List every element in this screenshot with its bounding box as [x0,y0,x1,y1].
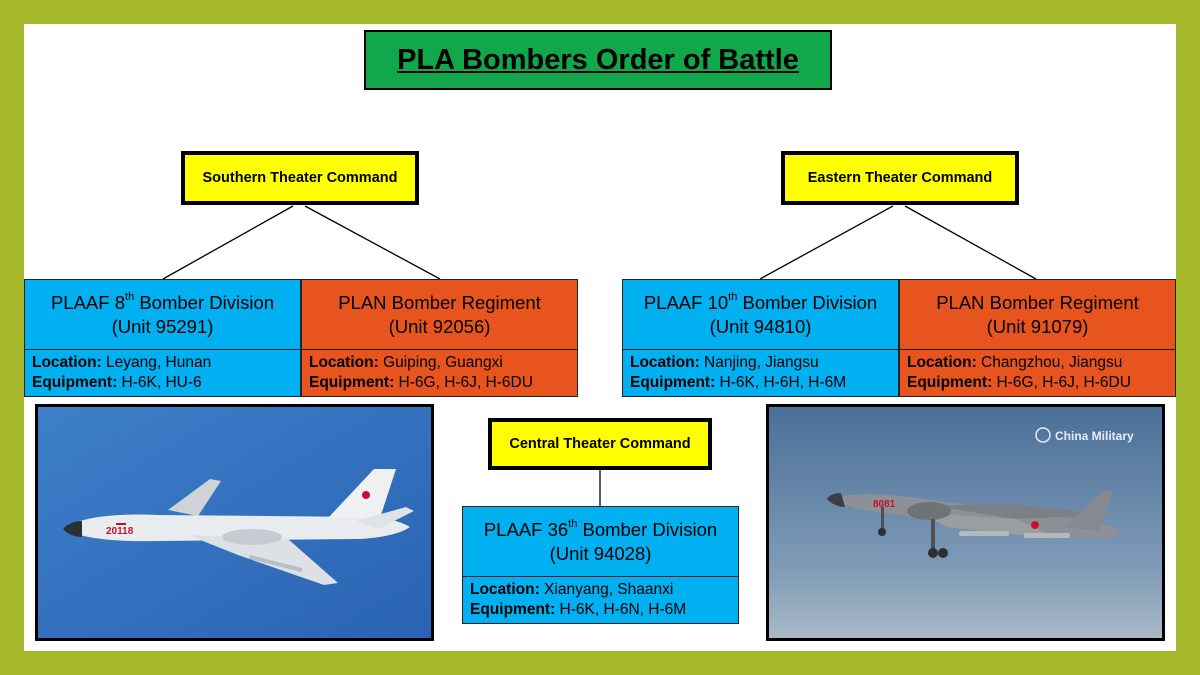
unit-location: Location: Changzhou, Jiangsu [907,354,1123,371]
unit-card-plaaf-10th: PLAAF 10th Bomber Division (Unit 94810) … [622,279,899,397]
aircraft-illustration: 20118 [38,407,431,638]
unit-code: (Unit 91079) [986,315,1089,337]
unit-card-plaaf-36th: PLAAF 36th Bomber Division (Unit 94028) … [462,506,739,624]
bomber-photo-left: 20118 [35,404,434,641]
unit-info: Location: Changzhou, Jiangsu Equipment: … [900,350,1175,393]
unit-card-plan-92056: PLAN Bomber Regiment (Unit 92056) Locati… [301,279,578,397]
unit-location: Location: Guiping, Guangxi [309,354,503,371]
unit-info: Location: Leyang, Hunan Equipment: H-6K,… [25,350,300,393]
unit-equipment: Equipment: H-6K, H-6H, H-6M [630,374,847,391]
unit-location: Location: Nanjing, Jiangsu [630,354,819,371]
unit-header: PLAAF 10th Bomber Division (Unit 94810) [623,280,898,350]
unit-header: PLAN Bomber Regiment (Unit 91079) [900,280,1175,350]
unit-code: (Unit 92056) [388,315,491,337]
connector-southern-right [304,205,441,280]
bomber-photo-right: China Military 8081 [766,404,1165,641]
unit-name: PLAN Bomber Regiment [338,291,541,313]
unit-code: (Unit 94028) [549,542,652,564]
unit-card-plaaf-8th: PLAAF 8th Bomber Division (Unit 95291) L… [24,279,301,397]
unit-code: (Unit 94810) [709,315,812,337]
unit-name: PLAAF 36th Bomber Division [483,518,718,540]
unit-location: Location: Xianyang, Shaanxi [470,581,674,598]
unit-equipment: Equipment: H-6G, H-6J, H-6DU [907,374,1131,391]
unit-name: PLAAF 10th Bomber Division [643,291,878,313]
eastern-theater-command: Eastern Theater Command [781,151,1019,205]
unit-card-plan-91079: PLAN Bomber Regiment (Unit 91079) Locati… [899,279,1176,397]
connector-southern-left [162,205,294,280]
watermark-emblem [1035,427,1051,443]
unit-equipment: Equipment: H-6K, HU-6 [32,374,202,391]
tail-number-left: 20118 [106,526,134,537]
unit-equipment: Equipment: H-6K, H-6N, H-6M [470,601,687,618]
unit-info: Location: Xianyang, Shaanxi Equipment: H… [463,577,738,620]
connector-eastern-right [904,205,1037,280]
unit-name: PLAN Bomber Regiment [936,291,1139,313]
unit-header: PLAAF 36th Bomber Division (Unit 94028) [463,507,738,577]
unit-info: Location: Nanjing, Jiangsu Equipment: H-… [623,350,898,393]
unit-header: PLAN Bomber Regiment (Unit 92056) [302,280,577,350]
tail-number-right: 8081 [873,499,896,510]
unit-code: (Unit 95291) [111,315,214,337]
connector-eastern-left [759,205,894,280]
southern-theater-command: Southern Theater Command [181,151,419,205]
unit-header: PLAAF 8th Bomber Division (Unit 95291) [25,280,300,350]
unit-equipment: Equipment: H-6G, H-6J, H-6DU [309,374,533,391]
aircraft-illustration: China Military 8081 [769,407,1162,638]
unit-location: Location: Leyang, Hunan [32,354,212,371]
page-title: PLA Bombers Order of Battle [364,30,832,90]
watermark-text: China Military [1055,429,1134,443]
unit-name: PLAAF 8th Bomber Division [50,291,275,313]
unit-info: Location: Guiping, Guangxi Equipment: H-… [302,350,577,393]
central-theater-command: Central Theater Command [488,418,712,470]
